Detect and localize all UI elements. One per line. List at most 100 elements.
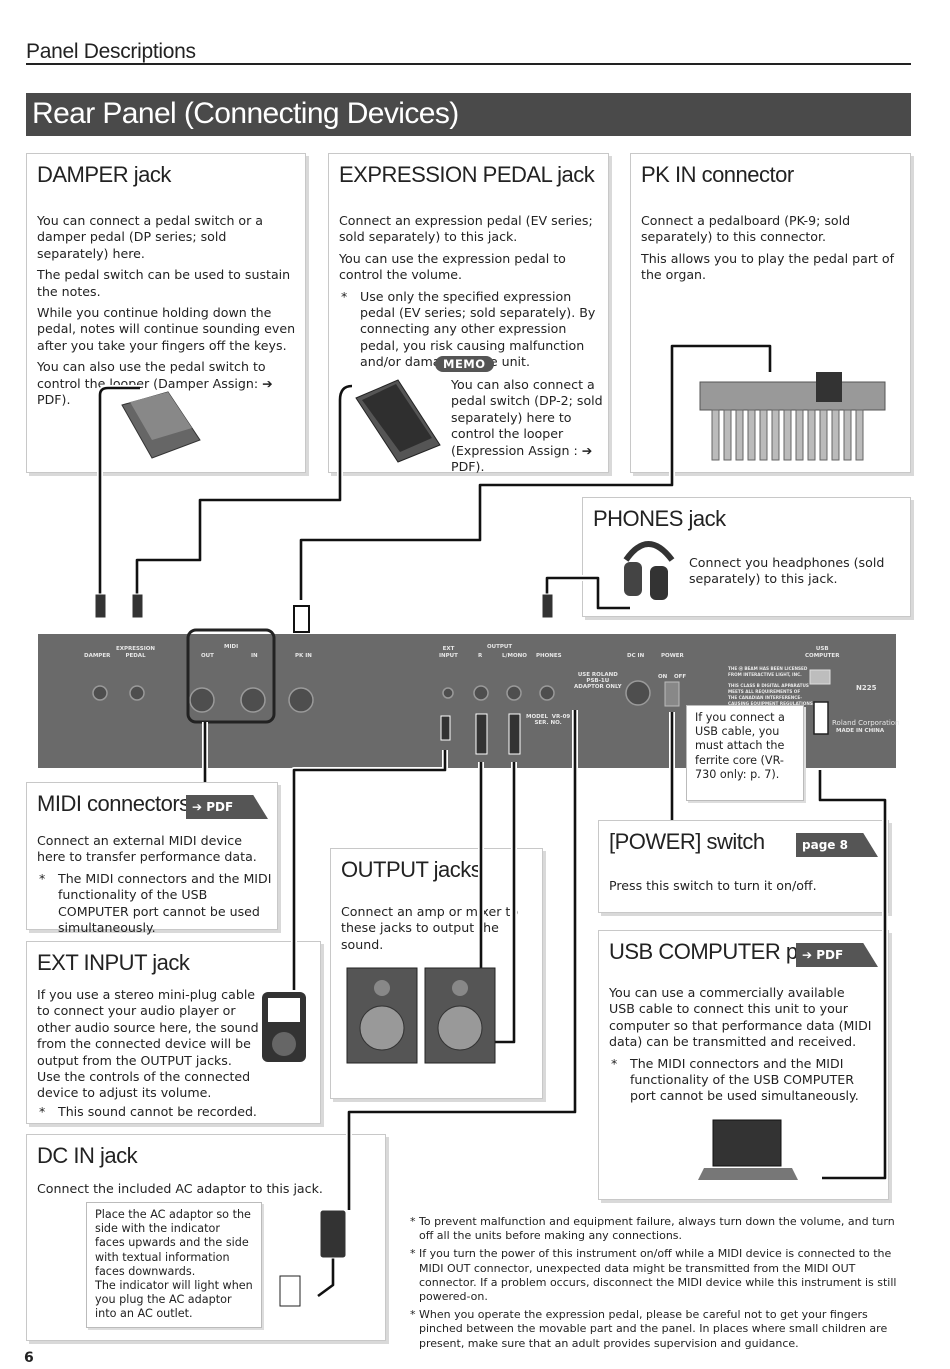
usb-port-icon xyxy=(809,669,831,685)
laptop-icon xyxy=(698,1119,798,1180)
output-r-jack-icon xyxy=(473,685,489,701)
footnote: *If you turn the power of this instrumen… xyxy=(410,1247,897,1304)
pk-plug-icon xyxy=(293,605,310,633)
ext-input-jack-icon xyxy=(442,687,454,699)
ac-adaptor-icon xyxy=(319,1209,347,1259)
phones-box: PHONES jack Connect you headphones (sold… xyxy=(582,497,911,617)
phones-title: PHONES jack xyxy=(593,506,726,531)
expression-text-1: Connect an expression pedal (EV series; … xyxy=(339,213,593,245)
midi-text: Connect an external MIDI device here to … xyxy=(37,833,257,865)
pkin-box: PK IN connector Connect a pedalboard (PK… xyxy=(630,153,911,473)
label-output-r: R xyxy=(478,653,483,659)
footnote: *When you operate the expression pedal, … xyxy=(410,1308,888,1350)
phones-text: Connect you headphones (sold separately)… xyxy=(689,555,885,587)
power-switch-icon xyxy=(664,681,680,707)
label-usb: USB COMPUTER xyxy=(805,646,840,659)
usbport-pdf-tag[interactable]: ➔ PDF xyxy=(796,943,878,967)
dcin-callout: Place the AC adaptor so the side with th… xyxy=(86,1202,262,1328)
expression-jack-icon xyxy=(129,685,145,701)
label-dc-in: DC IN xyxy=(627,653,645,659)
dc-in-jack-icon xyxy=(625,680,651,706)
pk-in-port-icon xyxy=(288,687,314,713)
power-box: [POWER] switch page 8 Press this switch … xyxy=(598,820,889,913)
expression-memo: You can also connect a pedal switch (DP-… xyxy=(451,377,603,475)
damper-jack-icon xyxy=(92,685,108,701)
label-n225: N225 xyxy=(856,684,877,692)
output-title: OUTPUT jacks xyxy=(341,857,482,882)
footnotes: *To prevent malfunction and equipment fa… xyxy=(410,1215,910,1355)
footnote: *To prevent malfunction and equipment fa… xyxy=(410,1215,895,1243)
speakers-icon xyxy=(346,967,496,1064)
label-expression: EXPRESSION PEDAL xyxy=(116,646,156,659)
label-on: ON xyxy=(658,674,668,680)
ac-outlet-icon xyxy=(279,1275,301,1307)
output-l-jack-icon xyxy=(506,685,522,701)
output-text: Connect an amp or mixer to these jacks t… xyxy=(341,904,519,952)
damper-text-4: You can also use the pedal switch to con… xyxy=(37,359,273,408)
page-number: 6 xyxy=(24,1350,34,1366)
pkin-text-1: Connect a pedalboard (PK-9; sold separat… xyxy=(641,213,851,245)
label-made: MADE IN CHINA xyxy=(836,728,885,734)
extinput-title: EXT INPUT jack xyxy=(37,950,190,975)
output-l-plug-icon xyxy=(508,713,521,755)
header-rule xyxy=(26,63,911,65)
damper-plug-icon xyxy=(94,593,107,619)
midi-highlight xyxy=(186,628,276,724)
label-damper: DAMPER xyxy=(84,653,111,659)
expression-box: EXPRESSION PEDAL jack Connect an express… xyxy=(328,153,609,475)
output-r-plug-icon xyxy=(475,713,488,755)
midi-pdf-tag[interactable]: ➔ PDF xyxy=(186,795,268,819)
label-midi: MIDI xyxy=(224,644,239,650)
damper-text-2: The pedal switch can be used to sustain … xyxy=(37,267,291,299)
pkin-title: PK IN connector xyxy=(641,162,794,187)
label-regulatory: THE Ⓜ BEAM HAS BEEN LICENSED FROM INTERA… xyxy=(728,666,815,706)
pedalboard-icon xyxy=(699,372,886,461)
midi-note: *The MIDI connectors and the MIDI functi… xyxy=(39,870,272,936)
label-ext-input: EXT INPUT xyxy=(439,646,458,659)
label-adaptor: USE ROLAND PSB-1U ADAPTOR ONLY xyxy=(574,672,622,690)
dcin-text: Connect the included AC adaptor to this … xyxy=(37,1181,323,1196)
usbport-title: USB COMPUTER port xyxy=(609,939,822,964)
phones-jack-icon xyxy=(539,685,555,701)
usbport-note: *The MIDI connectors and the MIDI functi… xyxy=(611,1055,859,1104)
label-output-l: L/MONO xyxy=(502,653,527,659)
power-page-tag[interactable]: page 8 xyxy=(796,833,878,857)
label-output: OUTPUT xyxy=(487,644,513,650)
extinput-text: If you use a stereo mini-plug cable to c… xyxy=(37,987,259,1101)
label-off: OFF xyxy=(674,674,687,680)
label-power: POWER xyxy=(661,653,684,659)
midi-box: MIDI connectors ➔ PDF Connect an externa… xyxy=(26,782,278,935)
label-model: MODEL VR-09 SER. NO. xyxy=(526,714,571,726)
phones-plug-icon xyxy=(541,593,554,619)
power-text: Press this switch to turn it on/off. xyxy=(609,878,817,893)
expression-pedal-icon xyxy=(355,379,441,463)
damper-text-3: While you continue holding down the peda… xyxy=(37,305,296,353)
usb-callout: If you connect a USB cable, you must att… xyxy=(686,705,804,801)
pkin-text-2: This allows you to play the pedal part o… xyxy=(641,250,895,283)
ext-plug-icon xyxy=(440,715,451,741)
midi-in-icon xyxy=(240,687,266,713)
section-header: Panel Descriptions xyxy=(26,40,196,63)
expression-text-2: You can use the expression pedal to cont… xyxy=(339,250,566,283)
extinput-note: *This sound cannot be recorded. xyxy=(39,1103,257,1119)
memo-badge: MEMO xyxy=(435,356,494,372)
usb-plug-icon xyxy=(813,701,829,735)
banner-title: Rear Panel (Connecting Devices) xyxy=(32,97,459,130)
midi-out-icon xyxy=(189,687,215,713)
pedal-switch-icon xyxy=(121,391,201,459)
label-midi-in: IN xyxy=(251,653,258,659)
headphones-icon xyxy=(623,541,675,600)
damper-text-1: You can connect a pedal switch or a damp… xyxy=(37,213,264,261)
label-pk-in: PK IN xyxy=(295,653,312,659)
expression-title: EXPRESSION PEDAL jack xyxy=(339,162,595,187)
label-phones: PHONES xyxy=(536,653,562,659)
damper-title: DAMPER jack xyxy=(37,162,171,187)
page-banner: Rear Panel (Connecting Devices) xyxy=(26,93,911,136)
dcin-title: DC IN jack xyxy=(37,1143,138,1168)
expression-plug-icon xyxy=(131,593,144,619)
label-roland: Roland Corporation xyxy=(832,719,900,727)
power-title: [POWER] switch xyxy=(609,829,765,854)
audio-player-icon xyxy=(262,992,306,1062)
usbport-text: You can use a commercially available USB… xyxy=(609,985,872,1050)
